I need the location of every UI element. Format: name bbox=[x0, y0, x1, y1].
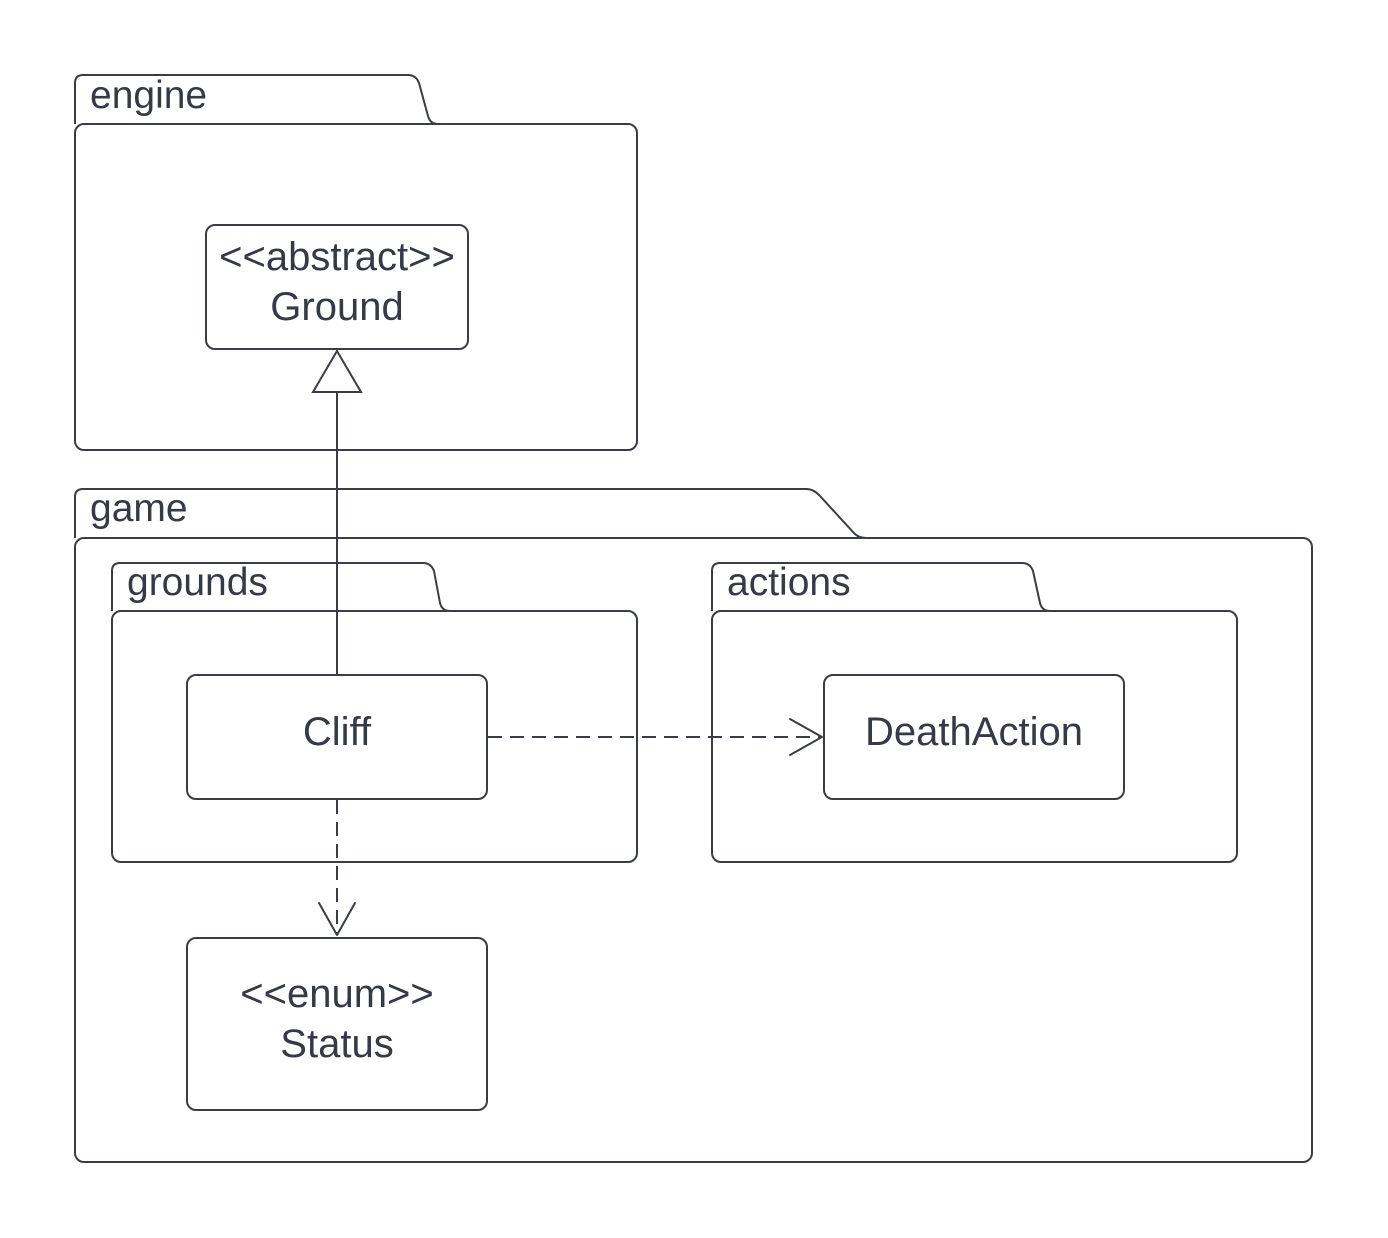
generalization-cliff-ground[interactable] bbox=[311, 349, 363, 675]
package-game[interactable]: game bbox=[74, 487, 1313, 1163]
class-death-action-name: DeathAction bbox=[865, 710, 1083, 754]
package-game-tab bbox=[74, 488, 867, 539]
class-ground-box bbox=[205, 224, 469, 350]
class-cliff-name: Cliff bbox=[303, 710, 372, 754]
package-actions-label: actions bbox=[727, 561, 851, 604]
package-engine-tab bbox=[74, 74, 439, 125]
package-game-label: game bbox=[90, 487, 188, 530]
dependency-cliff-death-action[interactable] bbox=[488, 718, 823, 756]
package-grounds-tab bbox=[111, 562, 451, 612]
package-grounds[interactable]: grounds bbox=[111, 561, 638, 863]
class-cliff[interactable]: Cliff bbox=[186, 674, 488, 800]
package-grounds-body bbox=[111, 610, 638, 863]
class-status-stereotype: <<enum>> bbox=[240, 972, 434, 1016]
package-actions-tab bbox=[711, 562, 1051, 612]
class-ground-stereotype: <<abstract>> bbox=[219, 235, 455, 279]
class-ground[interactable]: <<abstract>> Ground bbox=[205, 224, 469, 350]
dependency-cliff-status[interactable] bbox=[318, 800, 356, 936]
class-status-box bbox=[186, 937, 488, 1111]
package-engine-label: engine bbox=[90, 74, 207, 117]
open-arrowhead bbox=[318, 902, 356, 936]
open-arrowhead bbox=[789, 718, 823, 756]
class-status[interactable]: <<enum>> Status bbox=[186, 937, 488, 1111]
package-game-body bbox=[74, 537, 1313, 1163]
class-death-action-box bbox=[823, 674, 1125, 800]
hollow-triangle-arrowhead bbox=[311, 349, 363, 393]
package-grounds-label: grounds bbox=[127, 561, 268, 604]
class-death-action[interactable]: DeathAction bbox=[823, 674, 1125, 800]
class-ground-name: Ground bbox=[270, 285, 403, 329]
package-engine-body bbox=[74, 123, 638, 451]
class-status-name: Status bbox=[280, 1022, 393, 1066]
package-engine[interactable]: engine bbox=[74, 74, 638, 451]
package-actions[interactable]: actions bbox=[711, 561, 1238, 863]
